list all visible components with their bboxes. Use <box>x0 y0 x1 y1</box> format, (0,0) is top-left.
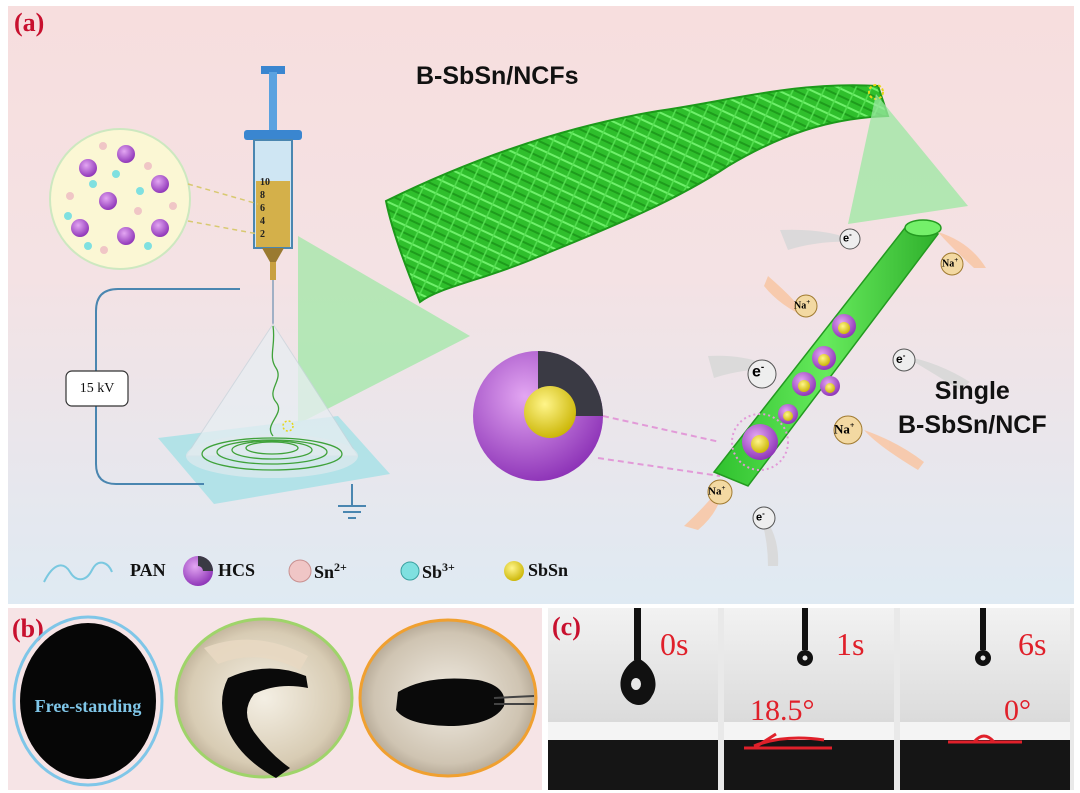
electron-label: e- <box>896 351 906 366</box>
circuit-wires <box>95 288 366 519</box>
photo-bent <box>174 617 354 779</box>
panel-a-illustration <box>43 66 986 586</box>
panel-b-photos <box>12 615 538 787</box>
time-label: 0s <box>660 626 689 662</box>
legend-sn-icon <box>288 559 312 583</box>
contact-angle-frame-1: 1s 18.5° <box>724 608 894 790</box>
syringe <box>244 66 302 324</box>
syringe-mark: 4 <box>260 216 265 227</box>
sodium-ion-label: Na+ <box>834 421 855 437</box>
droplet-frame-1-svg <box>724 608 894 790</box>
free-standing-label: Free-standing <box>34 696 142 716</box>
zoom-beam-mat <box>848 94 968 224</box>
time-label: 6s <box>1018 626 1047 662</box>
fiber-spiral <box>201 325 343 471</box>
fiber-mat-title: B-SbSn/NCFs <box>416 62 579 90</box>
zoom-beam-collector <box>298 236 470 424</box>
syringe-mark: 10 <box>260 177 270 188</box>
legend-sn: Sn2+ <box>314 560 347 582</box>
contact-angle-frame-0: (c) 0s <box>548 608 718 790</box>
fiber-mat <box>384 84 890 304</box>
precursor-inset <box>49 128 259 270</box>
legend-pan: PAN <box>130 560 166 580</box>
sodium-ion-label: Na+ <box>942 256 959 270</box>
electron-label: e- <box>756 509 765 524</box>
photo-free-standing <box>12 615 164 787</box>
contact-angle-frame-2: 6s 0° <box>900 608 1070 790</box>
single-fiber-label: Single B-SbSn/NCF <box>898 374 1047 442</box>
electron-label: e- <box>843 230 852 245</box>
ion-circles <box>707 228 964 530</box>
legend-sbsn-icon <box>504 561 524 581</box>
legend-sb-icon <box>400 561 420 581</box>
time-label: 1s <box>836 626 865 662</box>
sodium-ion-label: Na+ <box>708 484 726 498</box>
single-label-line1: Single <box>934 377 1010 405</box>
panel-a: (a) B-SbSn/NCFs <box>8 6 1074 604</box>
panel-c-label: (c) <box>552 612 581 641</box>
panel-b: (b) Free-standing <box>8 608 542 790</box>
droplet-frame-2-svg <box>900 608 1070 790</box>
legend-sbsn: SbSn <box>528 560 569 580</box>
legend: PAN HCS Sn2+ Sb3+ SbSn <box>38 552 638 588</box>
single-fiber <box>712 219 942 487</box>
legend-sb: Sb3+ <box>422 560 455 582</box>
droplet-frame-0-svg <box>548 608 718 790</box>
syringe-mark: 6 <box>260 203 265 214</box>
sodium-ion-label: Na+ <box>794 298 811 312</box>
legend-pan-icon <box>43 561 113 583</box>
voltage-box <box>65 370 129 407</box>
contact-angle-value: 18.5° <box>750 694 815 727</box>
hcs-sphere-zoom <box>473 351 721 481</box>
single-label-line2: B-SbSn/NCF <box>898 411 1047 439</box>
syringe-mark: 2 <box>260 229 265 240</box>
panel-a-label: (a) <box>14 8 45 37</box>
electron-label: e- <box>752 362 765 381</box>
contact-angle-value: 0° <box>1004 694 1031 727</box>
syringe-mark: 8 <box>260 190 265 201</box>
syringe-scale: 10 8 6 4 2 <box>260 176 270 241</box>
photo-rolled <box>358 618 538 778</box>
panel-c: (c) 0s 1s 18.5° 6s 0° <box>548 608 1074 790</box>
legend-hcs: HCS <box>218 560 256 580</box>
voltage-label: 15 kV <box>79 381 115 396</box>
